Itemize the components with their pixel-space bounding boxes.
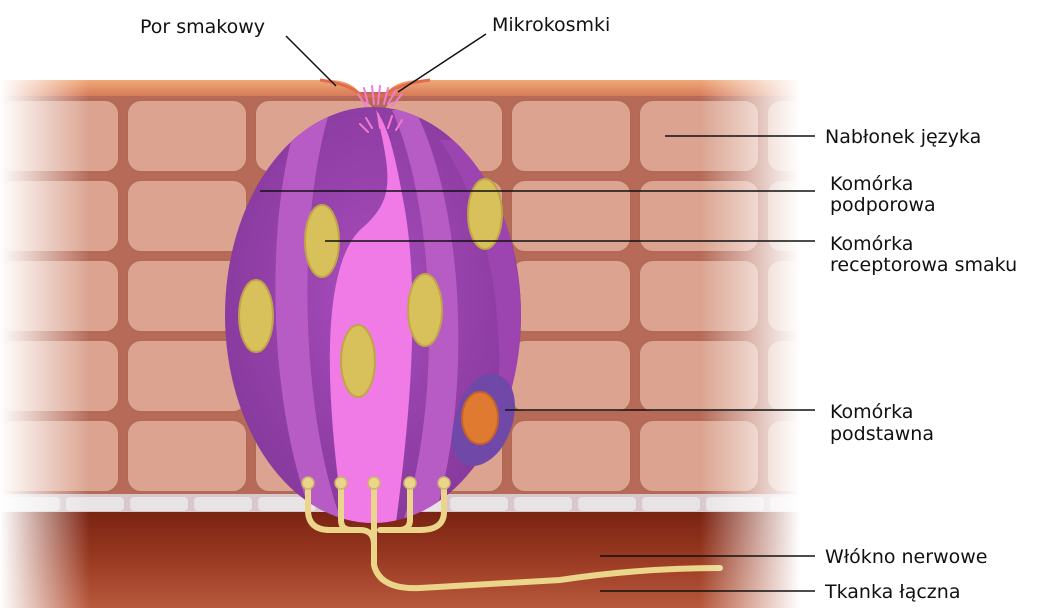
label-supporting-cell-line1: Komórka xyxy=(830,173,913,195)
epithelial-cell xyxy=(127,420,247,492)
label-supporting-cell-line2: podporowa xyxy=(830,194,936,216)
label-taste-pore: Por smakowy xyxy=(140,16,265,38)
label-basal-cell-line1: Komórka xyxy=(830,401,913,423)
epithelial-cell xyxy=(511,260,631,332)
label-microvilli: Mikrokosmki xyxy=(492,14,610,36)
epithelial-cell xyxy=(127,180,247,252)
epithelial-cell xyxy=(511,340,631,412)
nucleus xyxy=(239,280,273,352)
nucleus xyxy=(341,325,375,397)
epithelial-cell xyxy=(511,100,631,172)
membrane-segment xyxy=(194,497,252,511)
label-tongue-epithelium: Nabłonek języka xyxy=(825,126,981,148)
label-basal-cell-line2: podstawna xyxy=(830,423,934,445)
epithelial-cell xyxy=(511,420,631,492)
label-receptor-cell-line2: receptorowa smaku xyxy=(830,254,1017,276)
nucleus xyxy=(468,179,502,249)
label-receptor-cell-line1: Komórka xyxy=(830,233,913,255)
label-nerve-fiber: Włókno nerwowe xyxy=(825,546,987,568)
membrane-segment xyxy=(642,497,700,511)
membrane-segment xyxy=(450,497,508,511)
membrane-segment xyxy=(578,497,636,511)
membrane-segment xyxy=(514,497,572,511)
epithelial-cell xyxy=(127,100,247,172)
nucleus xyxy=(408,274,442,346)
membrane-segment xyxy=(130,497,188,511)
basal-cell-nucleus xyxy=(462,392,498,444)
label-connective-tissue: Tkanka łączna xyxy=(824,581,960,603)
